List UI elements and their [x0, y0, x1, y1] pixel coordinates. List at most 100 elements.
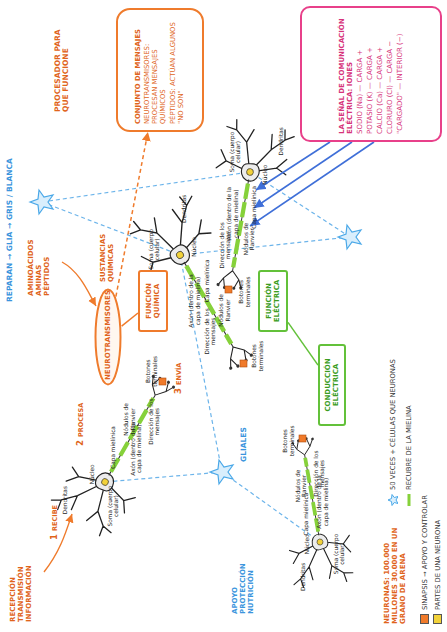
glia-link [180, 237, 350, 255]
neuron-part-label: Botones terminales [238, 265, 251, 319]
legend-text: 50 VECES + CÉLULAS QUE NEURONAS [389, 359, 397, 490]
neuron-part-label: Dendritas [181, 195, 187, 223]
neuron-part-label: Soma (cuerpo celular) [147, 222, 160, 276]
neuron-part-label: Núcleo [191, 237, 197, 257]
blue-arrow [254, 142, 352, 208]
neuron-part-label: Dirección de los mensajes [203, 304, 216, 358]
node-heading: NEUROTRANSMISORES [104, 294, 112, 380]
note-label: APOYO PROTECCIÓN NUTRICIÓN [232, 542, 255, 614]
connector [122, 313, 138, 326]
blue-arrow [256, 142, 330, 190]
neuron-part-label: Capa mielínica [251, 186, 257, 229]
callout-label: PROCESA [78, 403, 85, 437]
neurons [48, 118, 357, 591]
neuron-part-label: Dendritas [62, 486, 68, 514]
synapse-square [159, 378, 166, 385]
node-text: POTASIO (K) — CARGA + [366, 14, 374, 134]
blue-arrow [250, 142, 374, 226]
legend-swatch [420, 614, 429, 624]
note-label: PROCESADOR PARA QUE FUNCIONE [54, 12, 71, 112]
function-box: FUNCIÓN QUÍMICA [138, 270, 168, 332]
neuron-part-label: Soma (cuerpo celular) [332, 527, 345, 581]
legend-text: SINAPSIS → APOYO Y CONTROLAR [421, 495, 429, 610]
legend-star [388, 493, 398, 507]
legend-entry: RECUBRE DE LA MIELINA [404, 405, 414, 507]
neurotransmitter-ellipse: NEUROTRANSMISORES [94, 288, 122, 386]
callout-label: 2 [76, 440, 86, 446]
neuron-part-label: Dirección de los mensajes [312, 447, 325, 501]
neuron-part-label: Dirección de los mensajes [219, 218, 232, 272]
star-sample [388, 495, 398, 506]
node-text: "CARGADO" — INTERIOR (−) [396, 14, 404, 134]
neuron-part-label: Soma (cuerpo celular) [228, 125, 241, 179]
node-heading: FUNCIÓN QUÍMICA [145, 278, 161, 324]
glia-link [42, 172, 250, 202]
glia-cells [30, 190, 361, 484]
orange-arrow [62, 262, 96, 306]
node-heading: CONJUNTO DE MENSAJES [135, 16, 143, 124]
note-label: AMINOÁCIDOS AMINAS PÉPTIDOS [28, 234, 51, 296]
neuron-part-label: Capa mielínica [110, 426, 116, 469]
node-heading: LA SEÑAL DE COMUNICACIÓN ELÉCTRICA: IONE… [338, 14, 354, 134]
message-box: CONJUNTO DE MENSAJESNEUROTRANSMISORES: P… [116, 8, 204, 132]
neuron-part-label: Botones terminales [251, 329, 264, 383]
synapse-square [240, 360, 247, 367]
neuron-drawing [269, 433, 357, 591]
neuron-part-label: Nódulos de Ranvier [242, 212, 255, 266]
function-box: FUNCIÓN ELÉCTRICA [258, 270, 288, 332]
node-text: CALCIO (Ca) — CARGA + [376, 14, 384, 134]
neuron-drawing [48, 360, 194, 542]
note-label: GLIALES [240, 412, 248, 462]
note-label: NEURONAS: 100.000 MILLONES 30.000 EN UN … [384, 512, 407, 624]
neuron-part-label: Núcleo [262, 165, 268, 185]
neuron-part-label: Dirección de los mensajes [147, 395, 160, 449]
ellipse-shape [96, 290, 121, 385]
node-heading: CONDUCCIÓN ELÉCTRICA [324, 352, 340, 418]
neuron-part-label: Núcleo [88, 464, 94, 484]
neuron-part-label: Botones terminales [282, 414, 295, 468]
node-text: NEUROTRANSMISORES: PROCESAN MENSAJES QUÍ… [144, 16, 167, 124]
connector [116, 132, 148, 297]
neuron-part-label: Botones terminales [145, 344, 158, 398]
node-text: SODIO (Na) — CARGA + [356, 14, 364, 134]
glia-star [338, 225, 361, 249]
note-label: RECEPCIÓN TRANSMISIÓN INFORMACIÓN [10, 542, 33, 622]
callout-label: 1 [50, 534, 60, 540]
synapse-square [225, 286, 232, 293]
neuron-part-label: Axón (dentro de la capa de mielina) [188, 274, 201, 328]
neuron-part-label: Soma (cuerpo celular) [106, 479, 119, 533]
connector [288, 322, 318, 365]
callout-label: RECIBE [52, 505, 59, 531]
synapse-square [299, 435, 306, 442]
legend-text: RECUBRE DE LA MIELINA [405, 405, 413, 490]
legend-entry: 50 VECES + CÉLULAS QUE NEURONAS [388, 359, 398, 507]
legend-text: PARTES DE UNA NEURONA [434, 520, 442, 610]
callout-label: 3 [174, 388, 184, 394]
glia-link [105, 472, 222, 482]
legend-swatch [433, 614, 442, 624]
note-label: REPARAN → GLIA → GRIS / BLANCA [6, 158, 14, 302]
neuron-part-label: Dendritas [278, 127, 284, 155]
legend-entry: PARTES DE UNA NEURONA [433, 520, 442, 624]
glia-links [42, 172, 350, 542]
ion-box: LA SEÑAL DE COMUNICACIÓN ELÉCTRICA: IONE… [300, 6, 442, 142]
neuron-part-label: Nódulos de Ranvier [123, 392, 136, 446]
node-text: PÉPTIDOS: ACTÚAN ALGUNOS "NO SON" [170, 16, 186, 124]
neuron-part-label: Nódulos de Ranvier [294, 459, 307, 513]
glia-star [210, 460, 233, 484]
neuron-part-label: Capa mielínica [303, 493, 309, 536]
legend-entry: SINAPSIS → APOYO Y CONTROLAR [420, 495, 429, 624]
legend-line [404, 493, 414, 507]
conduction-box: CONDUCCIÓN ELÉCTRICA [318, 344, 346, 426]
neuron-part-label: Nódulos de Ranvier [218, 283, 231, 337]
neuron-part-label: Núcleo [303, 534, 309, 554]
line-sample [408, 494, 411, 506]
neuron-part-label: Capa mielínica [204, 259, 210, 302]
glia-star [30, 190, 53, 214]
note-label: SUSTANCIAS QUÍMICAS [100, 224, 115, 282]
node-heading: FUNCIÓN ELÉCTRICA [265, 278, 281, 324]
node-text: CLORURO (Cl) — CARGA − [386, 14, 394, 134]
